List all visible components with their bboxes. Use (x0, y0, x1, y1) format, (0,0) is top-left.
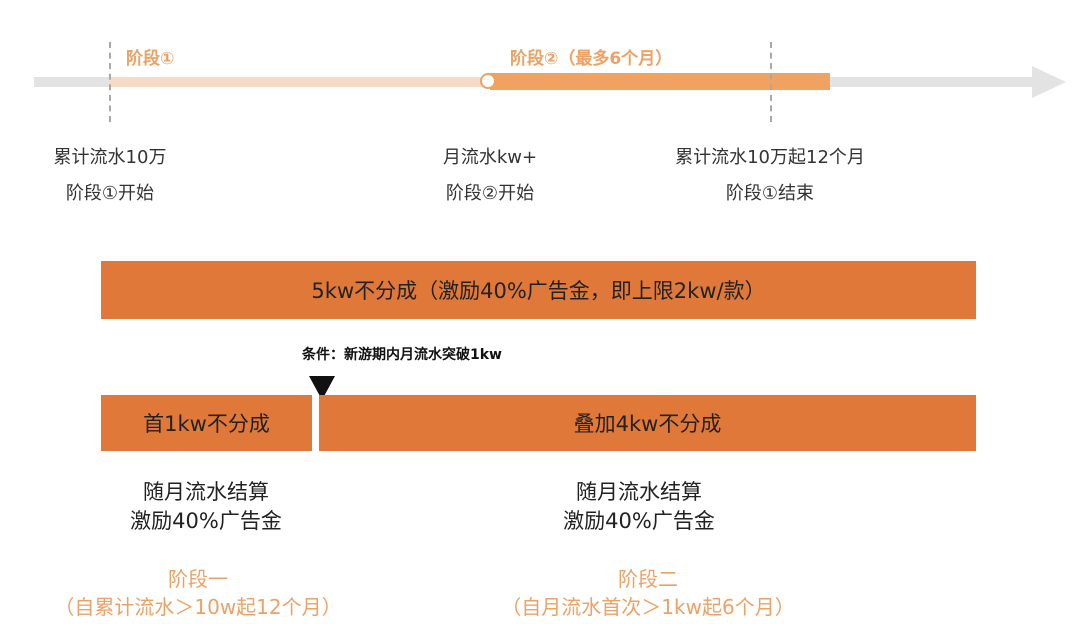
settlement-line2: 激励40%广告金 (130, 509, 282, 533)
milestone-line1: 累计流水10万 (53, 147, 167, 168)
milestone-line1: 累计流水10万起12个月 (675, 147, 865, 168)
phase1-label: 阶段① (126, 49, 175, 69)
milestone-line2: 阶段①开始 (65, 183, 155, 204)
split-divider (313, 394, 319, 451)
additional-4kw-bar: 叠加4kw不分成 (319, 395, 976, 451)
phase2-label: 阶段②（最多6个月） (510, 49, 673, 69)
condition-text: 条件：新游期内月流水突破1kw (302, 347, 502, 363)
total-incentive-bar: 5kw不分成（激励40%广告金，即上限2kw/款） (101, 261, 976, 319)
milestone-phase2-start: 月流水kw+ 阶段②开始 (443, 140, 537, 212)
stage-one-label: 阶段一 （自累计流水＞10w起12个月） (54, 565, 341, 621)
stage-two-label: 阶段二 （自月流水首次＞1kw起6个月） (501, 565, 794, 621)
total-incentive-label: 5kw不分成（激励40%广告金，即上限2kw/款） (311, 279, 766, 303)
first-1kw-label: 首1kw不分成 (143, 412, 270, 436)
additional-4kw-label: 叠加4kw不分成 (573, 412, 722, 436)
settlement-line1: 随月流水结算 (143, 480, 269, 504)
milestone-line1: 月流水kw+ (442, 147, 538, 168)
stage-title: 阶段二 (617, 567, 678, 591)
first-1kw-bar: 首1kw不分成 (101, 395, 312, 451)
phase1-start-dashed-line (109, 42, 111, 122)
phase2-start-marker (480, 73, 496, 89)
milestone-line2: 阶段①结束 (725, 183, 815, 204)
milestone-line2: 阶段②开始 (445, 183, 535, 204)
phase2-band (490, 73, 830, 90)
stage-title: 阶段一 (167, 567, 228, 591)
settlement-line2: 激励40%广告金 (563, 509, 715, 533)
settlement-note-stage2: 随月流水结算 激励40%广告金 (563, 478, 715, 536)
settlement-line1: 随月流水结算 (576, 480, 702, 504)
timeline-arrowhead (1032, 66, 1066, 98)
milestone-phase1-end: 累计流水10万起12个月 阶段①结束 (675, 140, 865, 212)
stage-detail: （自月流水首次＞1kw起6个月） (501, 595, 795, 619)
phase1-band (110, 77, 490, 87)
stage-detail: （自累计流水＞10w起12个月） (54, 595, 342, 619)
settlement-note-stage1: 随月流水结算 激励40%广告金 (130, 478, 282, 536)
milestone-phase1-start: 累计流水10万 阶段①开始 (54, 140, 167, 212)
phase1-end-dashed-line (770, 42, 772, 122)
